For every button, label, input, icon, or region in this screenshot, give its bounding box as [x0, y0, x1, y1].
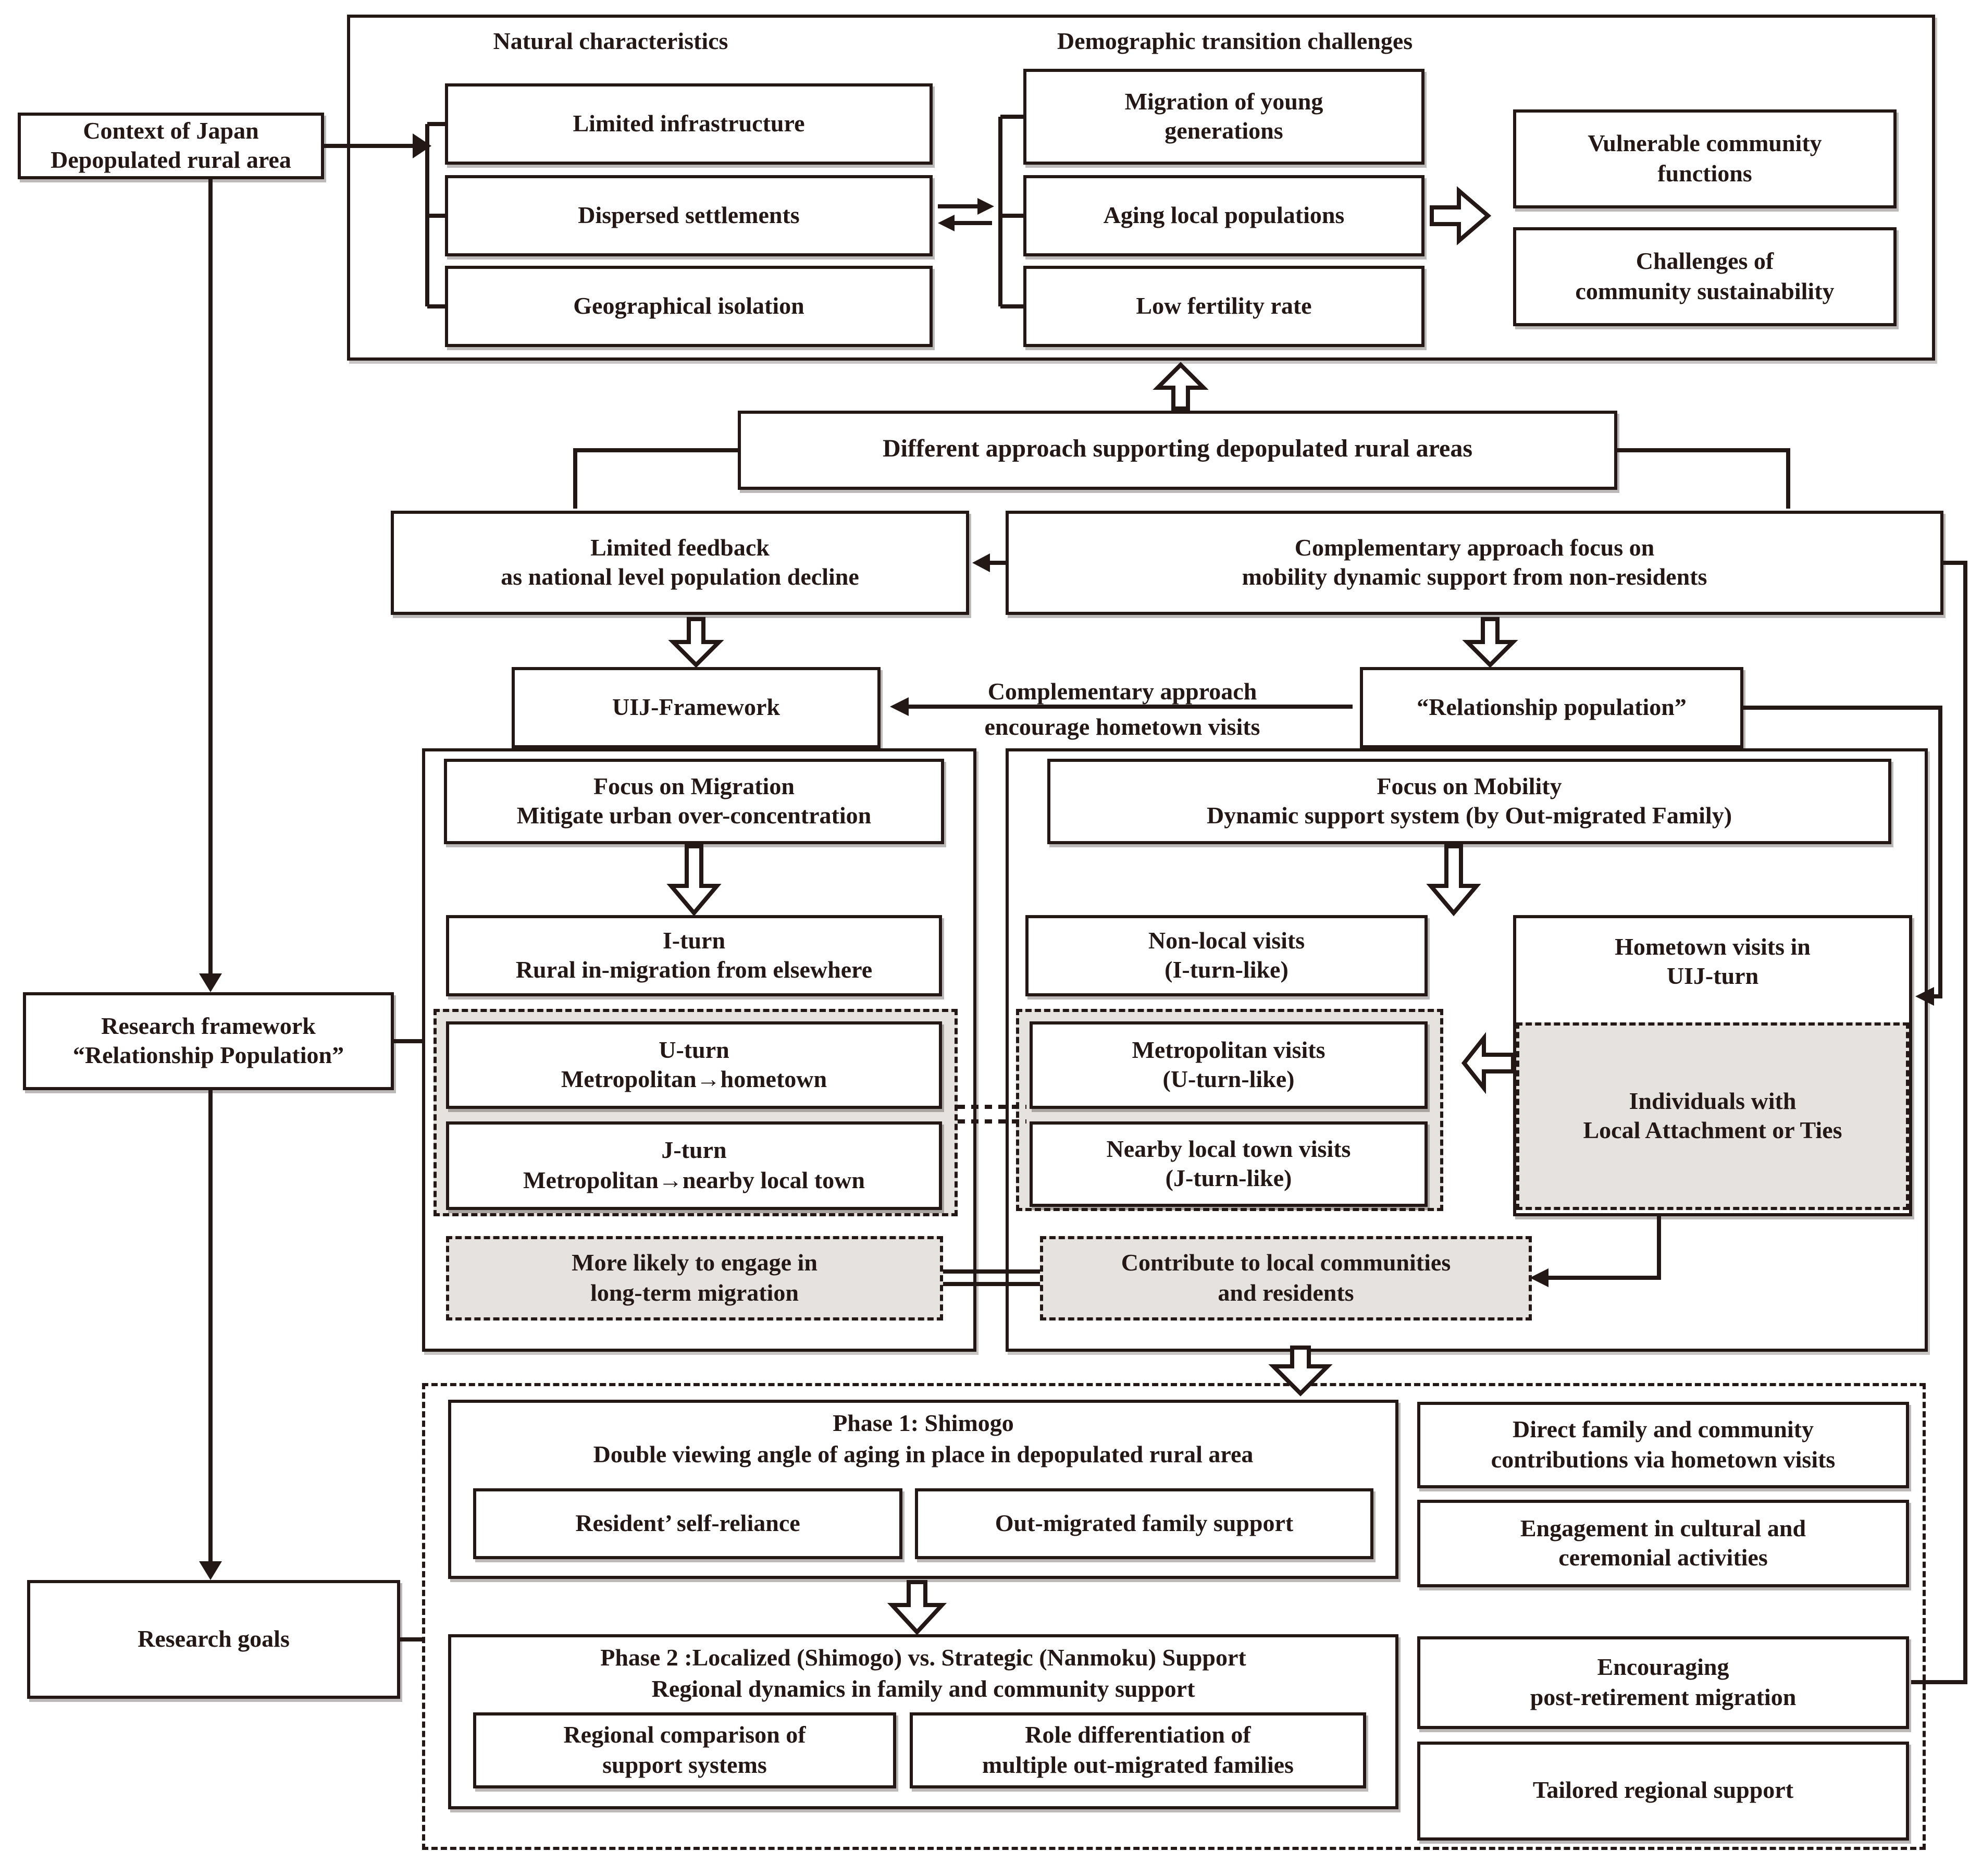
cultural-engagement-box: Engagement in cultural and ceremonial ac…: [1417, 1500, 1909, 1587]
main-vertical-head-2: [199, 1561, 222, 1580]
tailored-support-box: Tailored regional support: [1417, 1742, 1909, 1841]
migration-young-box: Migration of young generations: [1023, 69, 1424, 165]
focus-mobility-box: Focus on Mobility Dynamic support system…: [1047, 759, 1891, 844]
low-fertility-box: Low fertility rate: [1023, 266, 1424, 347]
contribute-box: Contribute to local communities and resi…: [1040, 1236, 1532, 1320]
out-migrated-support-box: Out-migrated family support: [915, 1488, 1373, 1559]
phase2-subtitle: Regional dynamics in family and communit…: [651, 1676, 1195, 1702]
phase1-title: Phase 1: Shimogo: [833, 1410, 1014, 1436]
vulnerable-community-box: Vulnerable community functions: [1513, 109, 1897, 208]
limited-feedback-box: Limited feedback as national level popul…: [391, 511, 969, 615]
complementary-focus-box: Complementary approach focus on mobility…: [1006, 511, 1943, 615]
post-retirement-box: Encouraging post-retirement migration: [1417, 1636, 1909, 1729]
up-block-arrow: [1153, 362, 1209, 411]
i-turn-box: I-turn Rural in-migration from elsewhere: [446, 915, 942, 996]
different-approach-box: Different approach supporting depopulate…: [738, 411, 1617, 490]
hometown-visits-label: Hometown visits in UIJ-turn: [1615, 934, 1811, 990]
phase1-subtitle: Double viewing angle of aging in place i…: [593, 1441, 1254, 1467]
u-turn-box: U-turn Metropolitan→hometown: [446, 1021, 942, 1109]
geographical-isolation-box: Geographical isolation: [445, 266, 933, 347]
research-goals-box: Research goals: [27, 1580, 400, 1699]
regional-comparison-box: Regional comparison of support systems: [473, 1712, 896, 1788]
non-local-visits-box: Non-local visits (I-turn-like): [1025, 915, 1428, 996]
encourage-arrow-head: [890, 697, 909, 716]
resident-self-reliance-box: Resident’ self-reliance: [473, 1488, 902, 1559]
direct-contributions-box: Direct family and community contribution…: [1417, 1402, 1909, 1488]
metropolitan-visits-box: Metropolitan visits (U-turn-like): [1030, 1021, 1428, 1109]
more-likely-box: More likely to engage in long-term migra…: [446, 1236, 943, 1320]
individuals-attachment-box: Individuals with Local Attachment or Tie…: [1516, 1022, 1909, 1210]
natural-characteristics-title: Natural characteristics: [493, 28, 728, 54]
context-of-japan-box: Context of Japan Depopulated rural area: [18, 113, 324, 179]
focus-migration-box: Focus on Migration Mitigate urban over-c…: [444, 759, 944, 844]
down-block-arrow-feedback: [668, 617, 724, 668]
different-approach-left-stub: [573, 448, 738, 509]
j-turn-box: J-turn Metropolitan→nearby local town: [446, 1121, 942, 1210]
nearby-town-visits-box: Nearby local town visits (J-turn-like): [1030, 1121, 1428, 1207]
down-block-arrow-complementary: [1462, 617, 1518, 668]
research-framework-box: Research framework “Relationship Populat…: [23, 992, 394, 1090]
role-differentiation-box: Role differentiation of multiple out-mig…: [910, 1712, 1366, 1788]
dispersed-settlements-box: Dispersed settlements: [445, 175, 933, 256]
complementary-feedback-head: [972, 553, 990, 572]
encourage-visits-label-line2: encourage hometown visits: [984, 714, 1260, 740]
encourage-visits-label-line1: Complementary approach: [987, 678, 1257, 705]
demographic-challenges-title: Demographic transition challenges: [1057, 28, 1413, 54]
aging-populations-box: Aging local populations: [1023, 175, 1424, 256]
relationship-population-box: “Relationship population”: [1360, 667, 1743, 748]
phase2-title: Phase 2 :Localized (Shimogo) vs. Strateg…: [600, 1645, 1246, 1671]
uij-framework-box: UIJ-Framework: [512, 667, 881, 748]
limited-infrastructure-box: Limited infrastructure: [445, 83, 933, 165]
main-vertical-head-1: [199, 973, 222, 992]
different-approach-right-stub: [1617, 448, 1790, 509]
community-sustainability-box: Challenges of community sustainability: [1513, 227, 1897, 326]
